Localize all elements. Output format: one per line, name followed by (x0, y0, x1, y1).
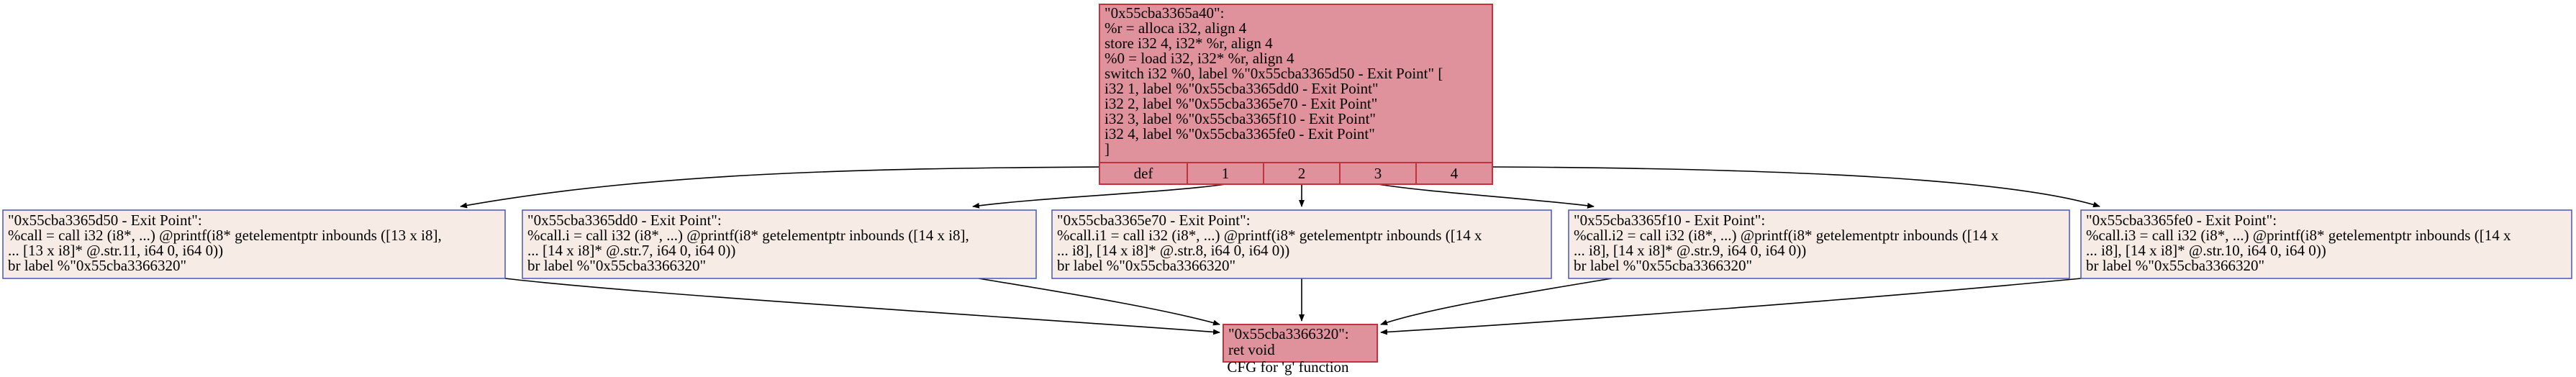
case-block-code: "0x55cba3365f10 - Exit Point": %call.i2 … (1574, 212, 2003, 274)
code-line: br label %"0x55cba3366320" (2086, 257, 2264, 274)
code-line: "0x55cba3366320": (1228, 325, 1349, 342)
code-line: i32 4, label %"0x55cba3365fe0 - Exit Poi… (1105, 125, 1375, 142)
code-line: switch i32 %0, label %"0x55cba3365d50 - … (1105, 65, 1443, 82)
edge-case-default-to-exit (504, 278, 1220, 335)
edge-entry-to-case-3 (1377, 183, 1595, 209)
edge-entry-to-case-default (460, 166, 1100, 209)
code-line: "0x55cba3365dd0 - Exit Point": (527, 212, 722, 229)
edge-case-3-to-exit (1380, 278, 1613, 325)
entry-block-code: "0x55cba3365a40": %r = alloca i32, align… (1105, 4, 1447, 158)
code-line: ... [14 x i8]* @.str.7, i64 0, i64 0)) (527, 242, 735, 259)
edge-entry-to-case-1 (972, 183, 1226, 209)
code-line: %call.i1 = call i32 (i8*, ...) @printf(i… (1057, 227, 1482, 244)
exit-block: "0x55cba3366320": ret void (1223, 324, 1378, 363)
case-block-box (522, 209, 1037, 279)
edge-entry-to-case-4 (1492, 166, 2100, 208)
entry-block-box (1099, 4, 1493, 185)
port-label-3: 3 (1374, 165, 1382, 182)
port-label-1: 1 (1222, 165, 1230, 182)
edge-case-4-to-exit (1380, 278, 2082, 335)
case-block-code: "0x55cba3365dd0 - Exit Point": %call.i =… (527, 212, 973, 274)
code-line: "0x55cba3365e70 - Exit Point": (1057, 212, 1251, 229)
code-line: "0x55cba3365fe0 - Exit Point": (2086, 212, 2277, 229)
code-line: %0 = load i32, i32* %r, align 4 (1105, 50, 1294, 67)
case-block-box (2080, 209, 2572, 279)
case-block-code: "0x55cba3365e70 - Exit Point": %call.i1 … (1057, 212, 1486, 274)
code-line: "0x55cba3365a40": (1105, 4, 1224, 22)
code-line: br label %"0x55cba3366320" (1574, 257, 1752, 274)
port-label-4: 4 (1451, 165, 1459, 182)
case-block-4: "0x55cba3365fe0 - Exit Point": %call.i3 … (2080, 209, 2572, 279)
exit-block-code: "0x55cba3366320": ret void (1228, 325, 1353, 358)
code-line: "0x55cba3365d50 - Exit Point": (8, 212, 202, 229)
cfg-edges (460, 166, 2100, 335)
code-line: i32 1, label %"0x55cba3365dd0 - Exit Poi… (1105, 80, 1379, 97)
code-line: store i32 4, i32* %r, align 4 (1105, 35, 1273, 52)
case-block-box (1051, 209, 1552, 279)
case-block-code: "0x55cba3365d50 - Exit Point": %call = c… (8, 212, 445, 274)
code-line: %call.i3 = call i32 (i8*, ...) @printf(i… (2086, 227, 2511, 244)
case-block-code: "0x55cba3365fe0 - Exit Point": %call.i3 … (2086, 212, 2515, 274)
code-line: ... [13 x i8]* @.str.11, i64 0, i64 0)) (8, 242, 223, 259)
code-line: br label %"0x55cba3366320" (527, 257, 706, 274)
code-line: %call.i2 = call i32 (i8*, ...) @printf(i… (1574, 227, 1999, 244)
case-block-1: "0x55cba3365dd0 - Exit Point": %call.i =… (522, 209, 1037, 279)
code-line: %call = call i32 (i8*, ...) @printf(i8* … (8, 227, 442, 244)
port-label-def: def (1134, 165, 1153, 182)
code-line: ... i8], [14 x i8]* @.str.8, i64 0, i64 … (1057, 242, 1289, 259)
code-line: ret void (1228, 341, 1275, 358)
code-line: br label %"0x55cba3366320" (1057, 257, 1235, 274)
exit-block-box (1223, 324, 1378, 363)
code-line: ... i8], [14 x i8]* @.str.10, i64 0, i64… (2086, 242, 2326, 259)
code-line: i32 2, label %"0x55cba3365e70 - Exit Poi… (1105, 95, 1377, 112)
code-line: ] (1105, 140, 1110, 158)
case-block-3: "0x55cba3365f10 - Exit Point": %call.i2 … (1568, 209, 2070, 279)
entry-block: "0x55cba3365a40": %r = alloca i32, align… (1099, 4, 1493, 185)
switch-ports: def 1 2 3 4 (1134, 163, 1459, 184)
case-block-box (1568, 209, 2070, 279)
edge-case-1-to-exit (978, 278, 1220, 326)
code-line: %call.i = call i32 (i8*, ...) @printf(i8… (527, 227, 969, 244)
case-block-default: "0x55cba3365d50 - Exit Point": %call = c… (2, 209, 506, 279)
code-line: ... i8], [14 x i8]* @.str.9, i64 0, i64 … (1574, 242, 1806, 259)
port-label-2: 2 (1298, 165, 1306, 182)
code-line: i32 3, label %"0x55cba3365f10 - Exit Poi… (1105, 110, 1376, 127)
code-line: %r = alloca i32, align 4 (1105, 19, 1247, 37)
code-line: "0x55cba3365f10 - Exit Point": (1574, 212, 1765, 229)
code-line: br label %"0x55cba3366320" (8, 257, 186, 274)
case-block-box (2, 209, 506, 279)
graph-caption: CFG for 'g' function (1227, 358, 1349, 376)
case-block-2: "0x55cba3365e70 - Exit Point": %call.i1 … (1051, 209, 1552, 279)
